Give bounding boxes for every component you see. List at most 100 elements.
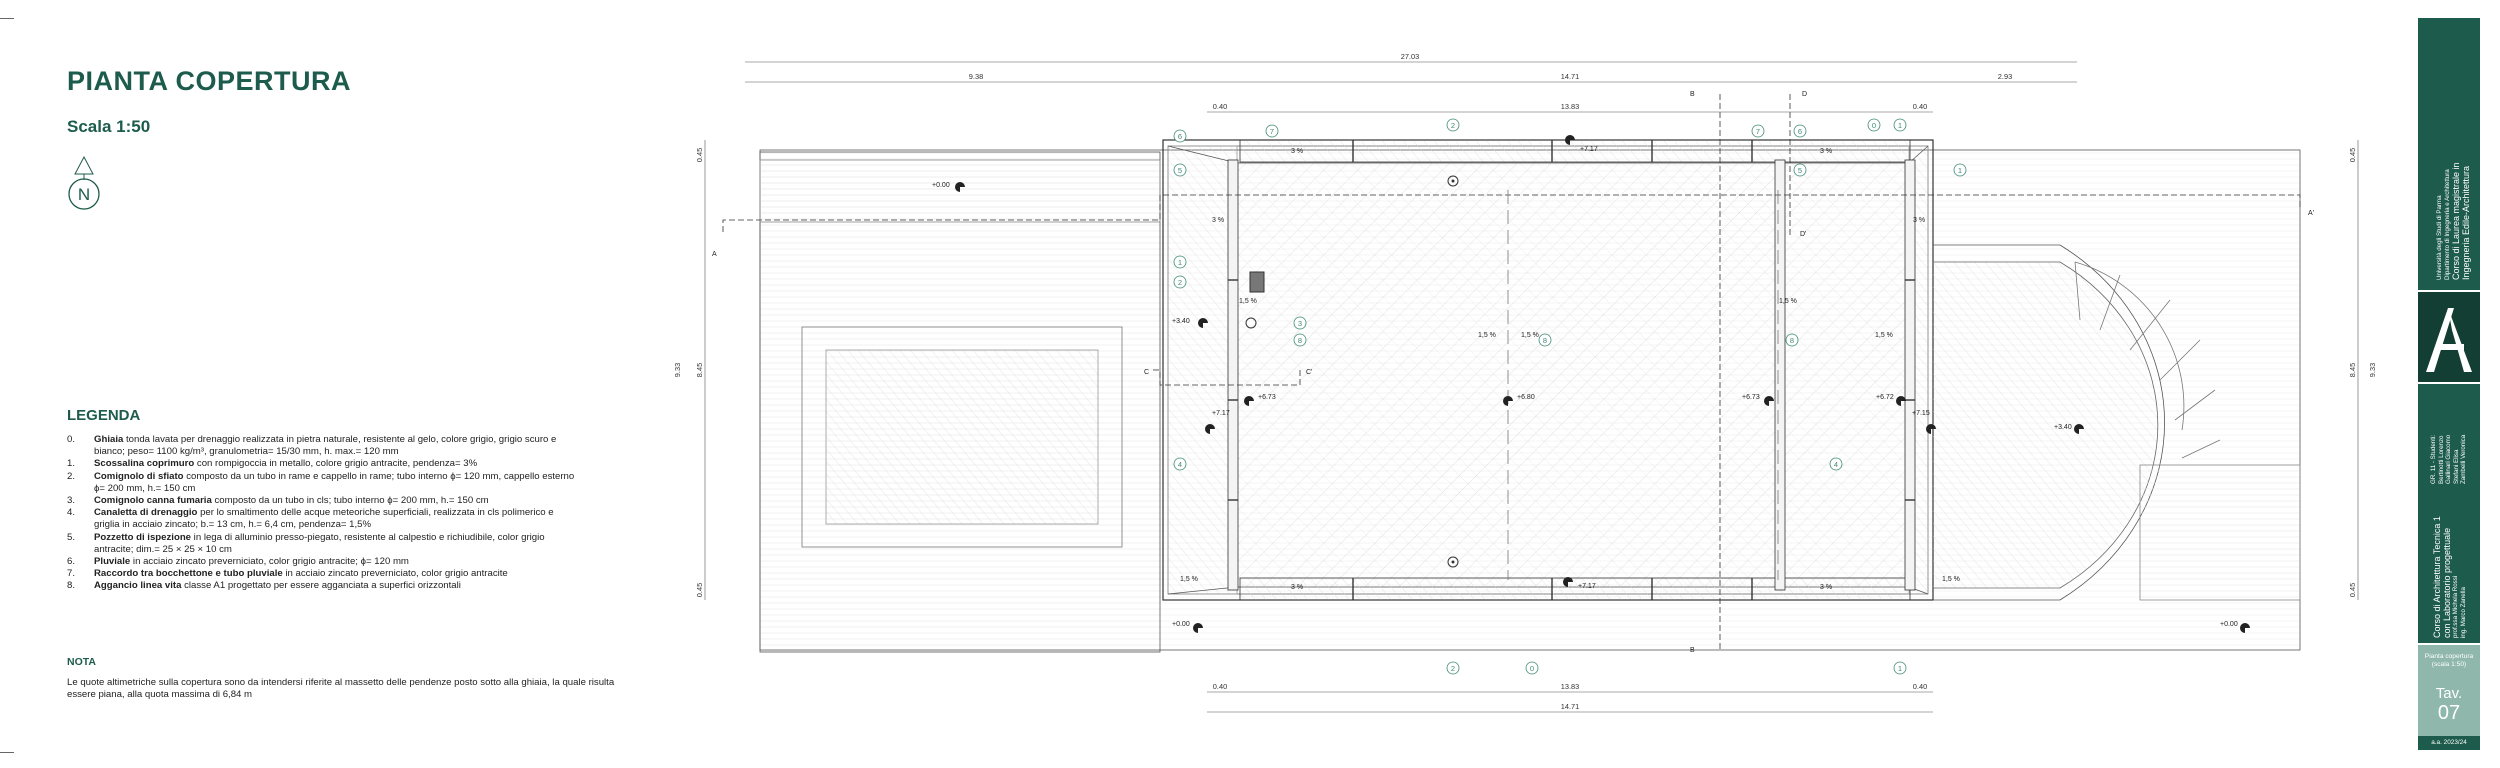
legend-item: 6.Pluviale in acciaio zincato prevernici… [67, 556, 409, 568]
callout-label: 2 [1451, 121, 1455, 130]
section-line-c [1153, 369, 1301, 386]
chimney [1249, 271, 1265, 293]
level-label: +7.17 [1212, 410, 1230, 417]
level-label: +6.72 [1876, 394, 1894, 401]
callout-label: 4 [1834, 460, 1838, 469]
section-line-a [722, 194, 2301, 232]
level-label: +7.17 [1580, 146, 1598, 153]
section-mark: B [1690, 91, 1695, 98]
section-mark: A' [2308, 210, 2314, 217]
legend-item: 0.Ghiaia tonda lavata per drenaggio real… [67, 434, 557, 458]
dim-label: 13.83 [1561, 682, 1580, 691]
dim-label: 0.40 [1913, 102, 1927, 111]
callout-label: 7 [1270, 127, 1274, 136]
dim-label: 8.45 [2348, 363, 2357, 377]
callout-label: 4 [1178, 460, 1182, 469]
level-marker-icon [1565, 135, 1575, 145]
section-mark: A [712, 251, 717, 258]
level-marker-icon [1764, 396, 1774, 406]
callout-label: 0 [1872, 121, 1876, 130]
sheet-number: 07 [2437, 702, 2461, 724]
slope-label: 3 % [1820, 584, 1832, 591]
legend-item: 3.Comignolo canna fumaria composto da un… [67, 495, 489, 507]
level-marker-icon [1563, 577, 1573, 587]
section-mark: C [1144, 369, 1149, 376]
dim-label: 0.45 [2348, 583, 2357, 597]
dim-label: 0.45 [2348, 148, 2357, 162]
flue-pipe [1245, 317, 1257, 329]
crop-mark [0, 18, 14, 19]
student-name: Bertinotti Lorenzo [2437, 435, 2445, 485]
degree-line: Corso di Laurea magistrale in [2451, 162, 2462, 280]
legend-item: 1.Scossalina coprimuro con rompigoccia i… [67, 458, 478, 470]
level-marker-icon [1244, 396, 1254, 406]
title-block-header: Università degli Studi di Parma Dipartim… [2418, 18, 2480, 290]
title-block-info: GR. 11 - Studenti: Bertinotti Lorenzo Ga… [2418, 384, 2480, 643]
level-label: +7.17 [1578, 583, 1596, 590]
callout-label: 8 [1790, 336, 1794, 345]
page-title: PIANTA COPERTURA [67, 66, 351, 96]
dim-label: 0.40 [1213, 682, 1227, 691]
level-label: +0.00 [1172, 621, 1190, 628]
sheet-number-panel: Pianta copertura (scala 1:50) Tav. 07 [2418, 645, 2480, 749]
section-mark: D [1802, 91, 1807, 98]
level-label: +6.73 [1742, 394, 1760, 401]
legend-list: 0.Ghiaia tonda lavata per drenaggio real… [67, 434, 647, 593]
slope-label: 3 % [1820, 148, 1832, 155]
slope-label: 1,5 % [1875, 332, 1893, 339]
logo-panel [2418, 292, 2480, 382]
callout-label: 6 [1178, 132, 1182, 141]
student-name: Zambelli Veronica [2460, 434, 2468, 484]
level-label: +0.00 [2220, 621, 2238, 628]
terrace-curve-inner [1933, 261, 2159, 589]
callout-label: 5 [1798, 166, 1802, 175]
callout-label: 3 [1298, 319, 1302, 328]
academic-year: a.a. 2023/24 [2418, 736, 2480, 750]
course-name: Corso di Architettura Tecnica 1 [2432, 516, 2442, 638]
callout-label: 1 [1898, 664, 1902, 673]
callout-label: 6 [1798, 127, 1802, 136]
north-arrow-icon: N [68, 156, 100, 210]
terrace-curve [1933, 244, 2165, 601]
perimeter-band-left [1167, 145, 1238, 595]
note-text: Le quote altimetriche sulla copertura so… [67, 677, 615, 701]
callout-label: 7 [1756, 127, 1760, 136]
callout-label: 1 [1958, 166, 1962, 175]
callout-label: 0 [1530, 664, 1534, 673]
callout-label: 5 [1178, 166, 1182, 175]
level-label: +7.15 [1912, 410, 1930, 417]
dim-label: 0.45 [695, 148, 704, 162]
legend-title: LEGENDA [67, 407, 141, 424]
degree-line: Ingegneria Edile-Architettura [2461, 165, 2472, 280]
slope-label: 1,5 % [1779, 298, 1797, 305]
level-marker-icon [1503, 396, 1513, 406]
dim-label: 0.45 [695, 583, 704, 597]
slope-label: 1,5 % [1180, 576, 1198, 583]
level-label: +6.73 [1258, 394, 1276, 401]
drawing-scale: Scala 1:50 [67, 117, 151, 136]
roof-plan-drawing: 27.03 9.38 14.71 2.93 0.40 13.83 0.40 0.… [673, 52, 2377, 713]
dim-label: 9.33 [673, 363, 682, 377]
level-marker-icon [1926, 424, 1936, 434]
dim-label: 0.40 [1913, 682, 1927, 691]
level-marker-icon [1198, 318, 1208, 328]
slope-label: 1,5 % [1478, 332, 1496, 339]
drain-channel-right [1904, 159, 1916, 591]
student-name: Stefani Elisa [2452, 449, 2460, 484]
slope-label: 3 % [1291, 148, 1303, 155]
slope-label: 1,5 % [1942, 576, 1960, 583]
title-block: Università degli Studi di Parma Dipartim… [2418, 18, 2480, 750]
level-marker-icon [2240, 623, 2250, 633]
legend-item: 8.Aggancio linea vita classe A1 progetta… [67, 580, 461, 592]
department-name: Dipartimento di Ingegneria e Architettur… [2443, 169, 2451, 280]
level-marker-icon [1205, 424, 1215, 434]
vent-pipe [1447, 556, 1459, 568]
level-label: +3.40 [2054, 424, 2072, 431]
section-mark: C' [1306, 369, 1312, 376]
drain-channel-left [1227, 159, 1239, 591]
professor-name: ing. Marco Zanella [2459, 587, 2467, 638]
dim-label: 0.40 [1213, 102, 1227, 111]
legend-item: 5.Pozzetto di ispezione in lega di allum… [67, 531, 545, 555]
callout-label: 2 [1451, 664, 1455, 673]
slope-label: 3 % [1212, 217, 1224, 224]
